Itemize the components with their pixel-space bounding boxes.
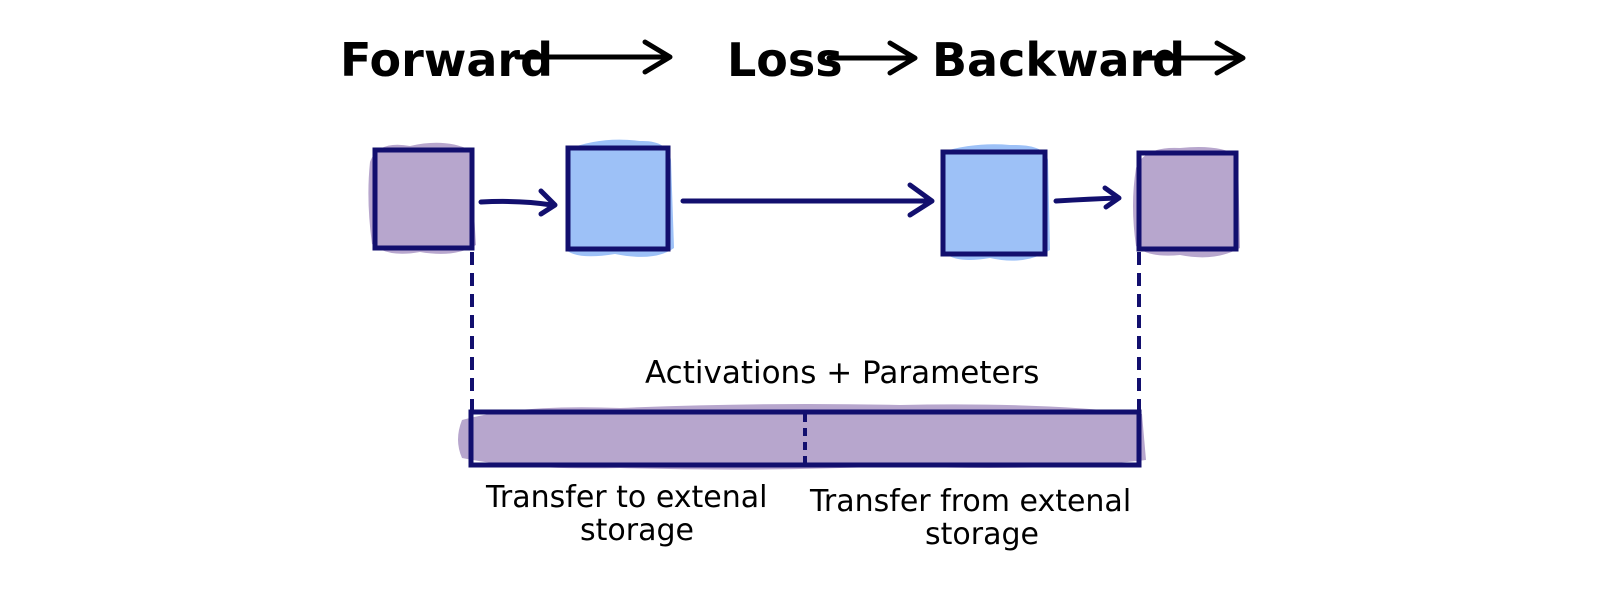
arrow-block2-to-block3 xyxy=(680,182,935,218)
backward-activation-block xyxy=(940,144,1050,261)
forward-activation-block xyxy=(565,139,674,257)
transfer-from-caption-line1: Transfer from extenal xyxy=(809,484,1131,519)
transfer-to-caption-line1: Transfer to extenal xyxy=(485,480,767,515)
storage-label: Activations + Parameters xyxy=(645,355,1039,391)
backward-output-block xyxy=(1133,147,1240,258)
forward-input-block xyxy=(368,142,476,254)
transfer-from-caption-line2: storage xyxy=(925,517,1039,552)
arrow-backward-out xyxy=(1137,40,1246,76)
arrow-block1-to-block2 xyxy=(478,188,558,217)
transfer-to-caption-line2: storage xyxy=(580,513,694,548)
arrow-block3-to-block4 xyxy=(1053,185,1122,210)
forward-label: Forward xyxy=(340,33,553,87)
arrow-loss-to-backward xyxy=(826,40,918,76)
loss-label: Loss xyxy=(727,33,843,87)
arrow-forward-to-loss xyxy=(514,39,673,75)
external-storage-bar xyxy=(458,404,1146,470)
